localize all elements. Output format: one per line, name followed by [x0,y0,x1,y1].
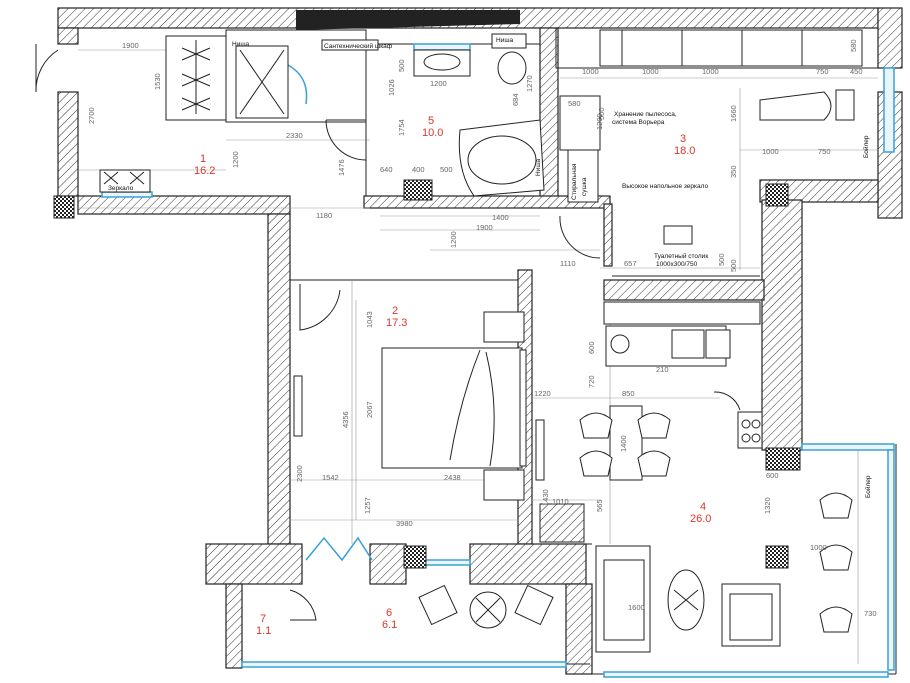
washer-label-2: сушка [581,177,588,196]
windows [101,43,895,678]
tall-mirror-label: Высокое напольное зеркало [622,183,709,190]
room-6-area: 6.1 [382,619,397,631]
room-5-number: 5 [428,115,434,127]
dimension-label: 1400 [492,213,509,222]
dimension-label: 580 [849,39,858,52]
vanity-label-2: 1000х300/750 [656,261,698,268]
dimension-label: 1000 [762,147,779,156]
room-7-number: 7 [260,613,266,625]
dimension-label: 500 [397,59,406,72]
dimension-label: 1000 [810,543,827,552]
room-1-number: 1 [200,153,206,165]
dimension-label: 2700 [87,107,96,124]
dimension-label: 850 [622,389,635,398]
washer-label: Стиральная [571,163,578,200]
dimension-label: 1542 [322,473,339,482]
dimension-labels: 1900 1530 2700 2330 1200 1180 1476 1754 … [87,39,877,618]
dimension-label: 1270 [525,75,534,92]
dimension-label: 1180 [316,211,332,220]
dimension-label: 2067 [365,401,374,418]
dimension-label: 1900 [122,41,139,50]
dimension-label: 500 [597,107,606,120]
storage-label-2: система Ворьера [612,119,665,126]
dimension-label: 500 [440,165,453,174]
text-labels: Зеркало Ниша Ниша Ниша Сантехнический шк… [108,37,872,498]
dimension-label: 1900 [476,223,493,232]
dimension-label: 1530 [153,73,162,90]
dimension-label: 730 [864,609,877,618]
room-5-area: 10.0 [422,127,443,139]
walls [57,7,903,675]
room-2-number: 2 [392,305,398,317]
boiler-label-lower: Бойлер [864,475,872,498]
dimension-label: 2438 [444,473,461,482]
niche-label-top-left: Ниша [232,41,250,48]
dimension-label: 1200 [449,231,458,248]
dimension-label: 565 [595,499,604,512]
dimension-label: 1220 [534,389,551,398]
dimension-label: 1010 [552,497,569,506]
room-4-area: 26.0 [690,513,711,525]
boiler-label-right: Бойлер [862,135,870,158]
dimension-label: 1320 [763,497,772,514]
vanity-label: Туалетный столик [654,252,708,260]
dimension-label: 1600 [628,603,645,612]
dimension-label: 1110 [560,259,576,268]
dimension-label: 600 [766,471,779,480]
room-3-area: 18.0 [674,145,695,157]
niche-label-top-right: Ниша [496,37,514,44]
room-2-area: 17.3 [386,317,407,329]
dimension-label: 4356 [341,411,350,428]
room-1-area: 16.2 [194,165,215,177]
niche-label-bath: Ниша [535,158,542,176]
dimension-label: 450 [850,67,863,76]
dimension-label: 1200 [595,113,604,130]
room-labels: 1 16.2 2 17.3 3 18.0 4 26.0 5 10.0 6 6.1… [194,115,711,637]
room-6-number: 6 [386,607,392,619]
dimension-label: 1000 [702,67,719,76]
dimension-label: 1026 [387,79,396,96]
dimension-label: 1043 [365,311,374,328]
room-4-number: 4 [700,501,706,513]
dimension-label: 1000 [642,67,659,76]
mirror-label: Зеркало [108,185,134,192]
dimension-label: 1000 [582,67,599,76]
dimension-label: 1660 [729,105,738,122]
dimension-label: 1200 [231,151,240,168]
dimension-label: 400 [412,165,425,174]
doors [35,44,741,621]
dimension-label: 1476 [337,159,346,176]
dimension-label: 684 [511,93,520,106]
dimension-label: 600 [587,341,596,354]
dimension-label: 1257 [363,497,372,514]
dimension-label: 750 [818,147,831,156]
sanitary-box-label: Сантехнический шкаф [324,42,393,50]
dimension-label: 500 [717,253,726,266]
furniture [53,10,863,653]
dimension-label: 210 [656,365,669,374]
room-7-area: 1.1 [256,625,271,637]
dimension-label: 1400 [619,435,628,452]
dimension-label: 2300 [295,465,304,482]
room-3-number: 3 [680,133,686,145]
dimension-label: 3980 [396,519,413,528]
dimension-label: 720 [587,375,596,388]
dimension-label: 1430 [541,489,550,506]
dimension-label: 1200 [430,79,447,88]
dimension-label: 500 [729,259,738,272]
dimension-label: 580 [568,99,581,108]
storage-label: Хранение пылесоса, [614,111,677,118]
dimension-label: 2330 [286,131,303,140]
dimension-label: 350 [729,165,738,178]
dimension-label: 1754 [397,119,406,136]
dimension-label: 750 [816,67,829,76]
dimension-label: 640 [380,165,393,174]
dimension-label: 657 [624,259,637,268]
